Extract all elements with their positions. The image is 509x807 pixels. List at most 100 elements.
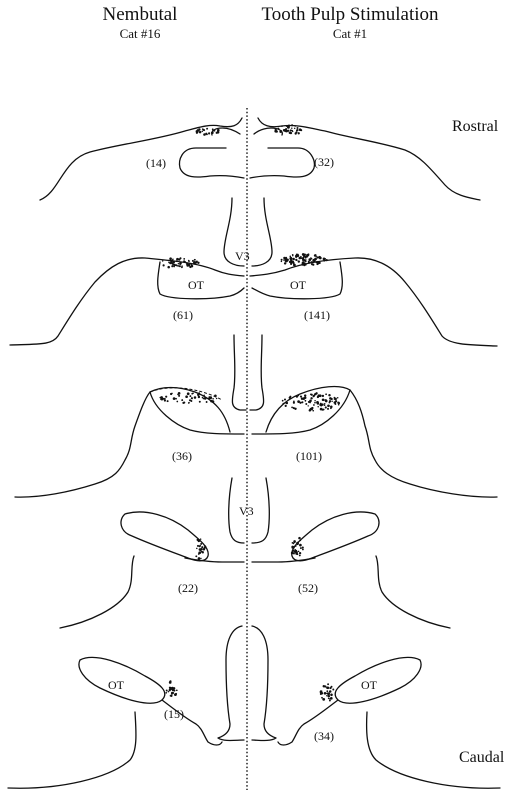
label-dot — [320, 408, 322, 410]
label-dot — [163, 264, 165, 266]
label-dot — [314, 254, 317, 257]
label-dot — [206, 134, 208, 136]
section-5-right-ot-label: OT — [361, 678, 378, 692]
section-1-outline-left — [40, 118, 242, 200]
section-4-right-count: (52) — [298, 581, 318, 595]
label-dot — [305, 259, 306, 260]
label-dot — [328, 394, 330, 396]
label-dot — [189, 399, 191, 401]
label-dot — [212, 398, 214, 400]
label-dot — [175, 398, 177, 400]
label-dot — [165, 396, 167, 398]
label-dot — [192, 392, 194, 394]
label-dot — [188, 264, 190, 266]
label-dot — [291, 130, 293, 132]
label-dot — [205, 545, 206, 546]
label-dot — [194, 259, 196, 261]
label-dot — [325, 406, 327, 408]
label-dot — [312, 407, 314, 409]
label-dot — [195, 262, 197, 264]
label-dot — [296, 129, 298, 131]
section-5-ventricle-left — [218, 626, 244, 741]
label-dot — [322, 395, 324, 397]
section-1: (14) (32) — [40, 118, 480, 200]
label-dot — [316, 261, 318, 263]
label-dot — [200, 558, 201, 559]
label-dot — [159, 397, 160, 398]
label-dot — [309, 402, 311, 404]
label-dot — [311, 394, 313, 396]
label-dot — [217, 129, 220, 132]
label-dot — [292, 254, 294, 256]
label-dot — [283, 259, 285, 261]
label-dot — [328, 695, 331, 698]
label-dot — [203, 133, 206, 136]
label-dot — [282, 403, 284, 405]
label-dot — [302, 546, 304, 548]
label-dot — [313, 404, 315, 406]
label-dot — [167, 266, 170, 269]
label-dot — [301, 401, 303, 403]
label-dot — [292, 550, 294, 552]
label-dot — [300, 396, 302, 398]
label-dot — [216, 398, 217, 399]
label-dot — [323, 399, 325, 401]
label-dot — [330, 694, 333, 697]
section-4-left-count: (22) — [178, 581, 198, 595]
label-dot — [304, 263, 306, 265]
label-dot — [289, 131, 292, 134]
label-dot — [200, 545, 201, 546]
label-dot — [295, 545, 297, 547]
section-1-optic-region-right — [250, 148, 314, 178]
section-3-label-cluster-right — [282, 392, 340, 411]
label-dot — [281, 259, 283, 261]
label-dot — [324, 692, 327, 695]
label-dot — [312, 410, 314, 412]
label-dot — [171, 260, 173, 262]
label-dot — [172, 258, 173, 259]
label-dot — [197, 545, 199, 547]
label-dot — [338, 402, 340, 404]
section-5-ventricle-right — [252, 626, 276, 741]
label-dot — [176, 260, 178, 262]
label-dot — [310, 408, 312, 410]
label-dot — [162, 260, 163, 261]
label-dot — [327, 404, 330, 407]
label-dot — [297, 400, 300, 403]
section-2-v3-label: V3 — [235, 249, 250, 263]
label-dot — [294, 125, 296, 127]
label-dot — [297, 553, 299, 555]
section-4-outline-right — [252, 556, 450, 628]
label-dot — [196, 548, 198, 550]
label-dot — [329, 700, 331, 702]
section-5-label-cluster-left — [165, 680, 177, 697]
section-3-label-cluster-left — [159, 392, 217, 404]
label-dot — [296, 259, 298, 261]
label-dot — [279, 131, 281, 133]
label-dot — [198, 557, 201, 560]
label-dot — [317, 396, 319, 398]
label-dot — [326, 695, 327, 696]
label-dot — [321, 697, 323, 699]
label-dot — [171, 692, 174, 695]
label-dot — [195, 555, 197, 557]
label-dot — [299, 552, 301, 554]
label-dot — [310, 397, 312, 399]
label-dot — [299, 128, 302, 131]
label-dot — [326, 687, 328, 689]
label-dot — [325, 393, 327, 395]
label-dot — [281, 125, 283, 127]
section-5-label-cluster-right — [320, 683, 335, 701]
label-dot — [324, 404, 326, 406]
label-dot — [293, 401, 295, 403]
label-dot — [198, 553, 200, 555]
label-dot — [328, 698, 330, 700]
section-4: V3 (22) (52) — [60, 478, 450, 628]
label-dot — [179, 265, 181, 267]
label-dot — [291, 127, 292, 128]
label-dot — [183, 258, 185, 260]
label-dot — [169, 681, 171, 683]
label-dot — [295, 255, 296, 256]
label-dot — [189, 395, 191, 397]
